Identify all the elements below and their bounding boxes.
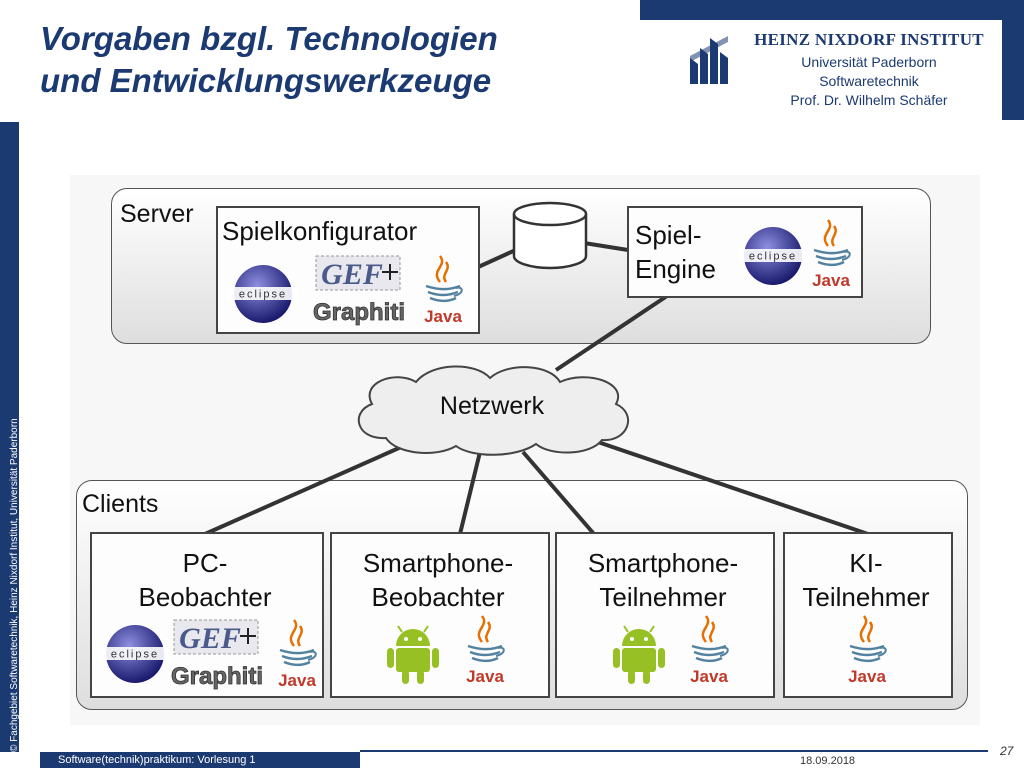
smartphone-beobachter-line2: Beobachter: [371, 582, 505, 612]
svg-text:Java: Java: [466, 667, 504, 686]
smartphone-beobachter-line1: Smartphone-: [362, 548, 514, 578]
institute-name: HEINZ NIXDORF INSTITUT: [754, 30, 984, 49]
svg-text:Graphiti: Graphiti: [171, 663, 263, 690]
network-cloud-icon: [357, 365, 629, 456]
left-sidebar: [0, 122, 19, 752]
footer-line: [360, 750, 988, 752]
svg-text:eclipse: eclipse: [111, 649, 159, 661]
spiel-engine-label: Spiel- Engine: [635, 218, 716, 286]
line-network-smartphone-beobachter: [458, 451, 482, 535]
line-engine-network: [554, 292, 672, 372]
institute-university: Universität Paderborn: [801, 54, 937, 70]
network-label: Netzwerk: [439, 392, 545, 420]
svg-text:Java: Java: [690, 667, 728, 686]
svg-text:eclipse: eclipse: [239, 289, 287, 301]
java-logo-icon: Java: [278, 619, 317, 690]
slide-title-line1: Vorgaben bzgl. Technologien: [40, 20, 498, 57]
institute-professor: Prof. Dr. Wilhelm Schäfer: [790, 92, 948, 108]
spielkonfigurator-label: Spielkonfigurator: [222, 216, 418, 246]
eclipse-logo-icon: eclipse: [228, 265, 298, 323]
smartphone-teilnehmer-line2: Teilnehmer: [599, 582, 727, 612]
page-number: 27: [1000, 744, 1014, 758]
ki-teilnehmer-label: KI- Teilnehmer: [783, 546, 949, 614]
smartphone-beobachter-label: Smartphone- Beobachter: [330, 546, 546, 614]
spiel-engine-line1: Spiel-: [635, 220, 702, 250]
eclipse-logo-icon: eclipse: [738, 227, 808, 285]
footer-course: Software(technik)praktikum: Vorlesung 1: [58, 754, 256, 766]
footer-date: 18.09.2018: [800, 755, 856, 767]
ki-teilnehmer-line2: Teilnehmer: [802, 582, 930, 612]
java-logo-icon: Java: [848, 615, 887, 686]
svg-text:eclipse: eclipse: [749, 251, 797, 263]
ki-teilnehmer-line1: KI-: [849, 548, 883, 578]
institute-department: Softwaretechnik: [819, 73, 919, 89]
pc-beobachter-label: PC- Beobachter: [90, 546, 320, 614]
header-accent-side: [1002, 20, 1024, 120]
line-network-smartphone-teilnehmer: [521, 450, 596, 536]
header-accent-bar: [640, 0, 1024, 20]
line-network-pc: [204, 442, 409, 536]
gef-graphiti-logo-icon: GEF Graphiti: [313, 255, 405, 326]
android-logo-icon: [387, 625, 439, 684]
smartphone-teilnehmer-box: [555, 532, 775, 698]
server-label: Server: [120, 200, 194, 228]
android-logo-icon: [613, 625, 665, 684]
java-logo-icon: Java: [812, 219, 851, 290]
institute-logo-block: [688, 24, 1000, 118]
svg-text:GEF: GEF: [179, 622, 241, 655]
pc-beobachter-line2: Beobachter: [138, 582, 272, 612]
ki-teilnehmer-box: [783, 532, 953, 698]
gef-graphiti-logo-icon: GEF Graphiti: [171, 619, 263, 690]
hni-logo-icon: [690, 36, 728, 84]
java-logo-icon: Java: [424, 255, 463, 326]
svg-text:Graphiti: Graphiti: [313, 299, 405, 326]
line-network-ki: [591, 438, 869, 536]
svg-text:Java: Java: [424, 307, 462, 326]
pc-beobachter-line1: PC-: [182, 548, 228, 578]
smartphone-teilnehmer-line1: Smartphone-: [587, 548, 739, 578]
svg-text:Java: Java: [848, 667, 886, 686]
clients-label: Clients: [82, 490, 159, 518]
svg-text:Java: Java: [812, 271, 850, 290]
java-logo-icon: Java: [466, 615, 505, 686]
line-konfigurator-db: [475, 246, 521, 270]
svg-text:Java: Java: [278, 671, 316, 690]
line-db-engine: [583, 241, 629, 252]
slide-title-line2: und Entwicklungswerkzeuge: [40, 62, 492, 99]
footer-bar: [40, 752, 360, 768]
spiel-engine-line2: Engine: [635, 254, 716, 284]
database-icon: [512, 201, 588, 270]
eclipse-logo-icon: eclipse: [100, 625, 170, 683]
java-logo-icon: Java: [690, 615, 729, 686]
smartphone-teilnehmer-label: Smartphone- Teilnehmer: [555, 546, 771, 614]
slide-title: Vorgaben bzgl. Technologien und Entwickl…: [40, 18, 640, 102]
smartphone-beobachter-box: [330, 532, 550, 698]
svg-text:GEF: GEF: [321, 258, 383, 291]
